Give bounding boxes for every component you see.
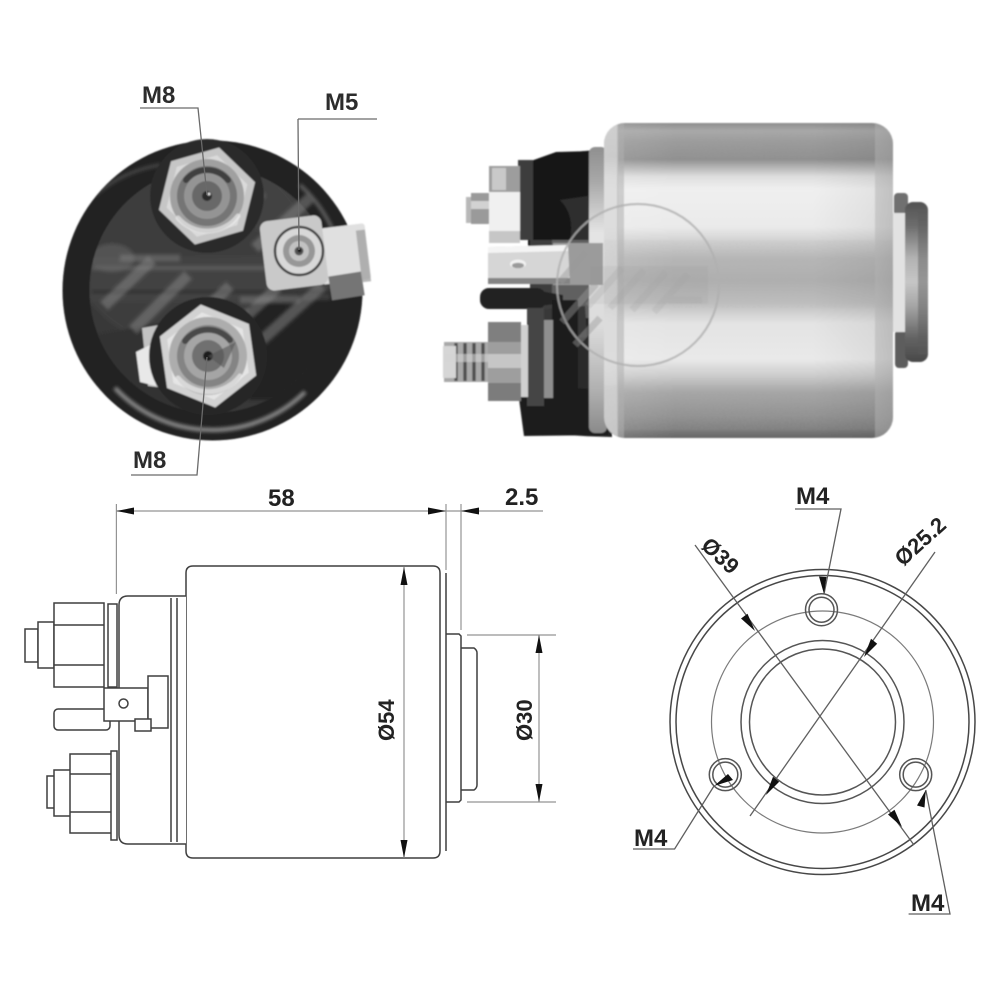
svg-text:M8: M8	[142, 82, 175, 109]
svg-text:Ø30: Ø30	[512, 699, 537, 741]
svg-text:M4: M4	[634, 825, 668, 852]
svg-text:M4: M4	[796, 483, 830, 510]
svg-text:Ø39: Ø39	[697, 532, 744, 579]
svg-text:M8: M8	[133, 447, 166, 474]
svg-text:2.5: 2.5	[505, 484, 538, 511]
svg-text:M5: M5	[325, 89, 358, 116]
svg-text:M4: M4	[911, 890, 945, 917]
svg-text:58: 58	[268, 485, 295, 512]
svg-text:Ø54: Ø54	[374, 699, 399, 741]
svg-text:Ø25.2: Ø25.2	[890, 512, 951, 571]
